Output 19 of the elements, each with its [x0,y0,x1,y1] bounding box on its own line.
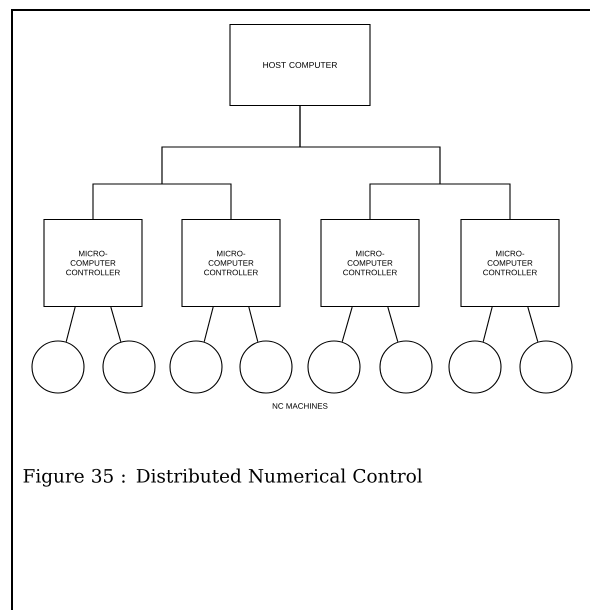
machine-circle [31,340,85,394]
machine-circle [102,340,156,394]
machine-circle [519,340,573,394]
connector-line [482,306,493,342]
connector-line [110,306,122,342]
machine-circle [239,340,293,394]
computer-box: HOST COMPUTER [229,24,371,106]
machine-circle [448,340,502,394]
machine-circle [307,340,361,394]
machine-circle [169,340,223,394]
connector-line [527,306,538,342]
connector-line [66,306,76,342]
connector-line [342,306,353,342]
machine-circle [379,340,433,394]
connector-line [248,306,258,342]
connector-line [204,306,214,342]
connector-line [299,106,511,219]
connector-line [387,306,398,342]
figure-caption: Figure 35 : Distributed Numerical Control [24,468,422,487]
